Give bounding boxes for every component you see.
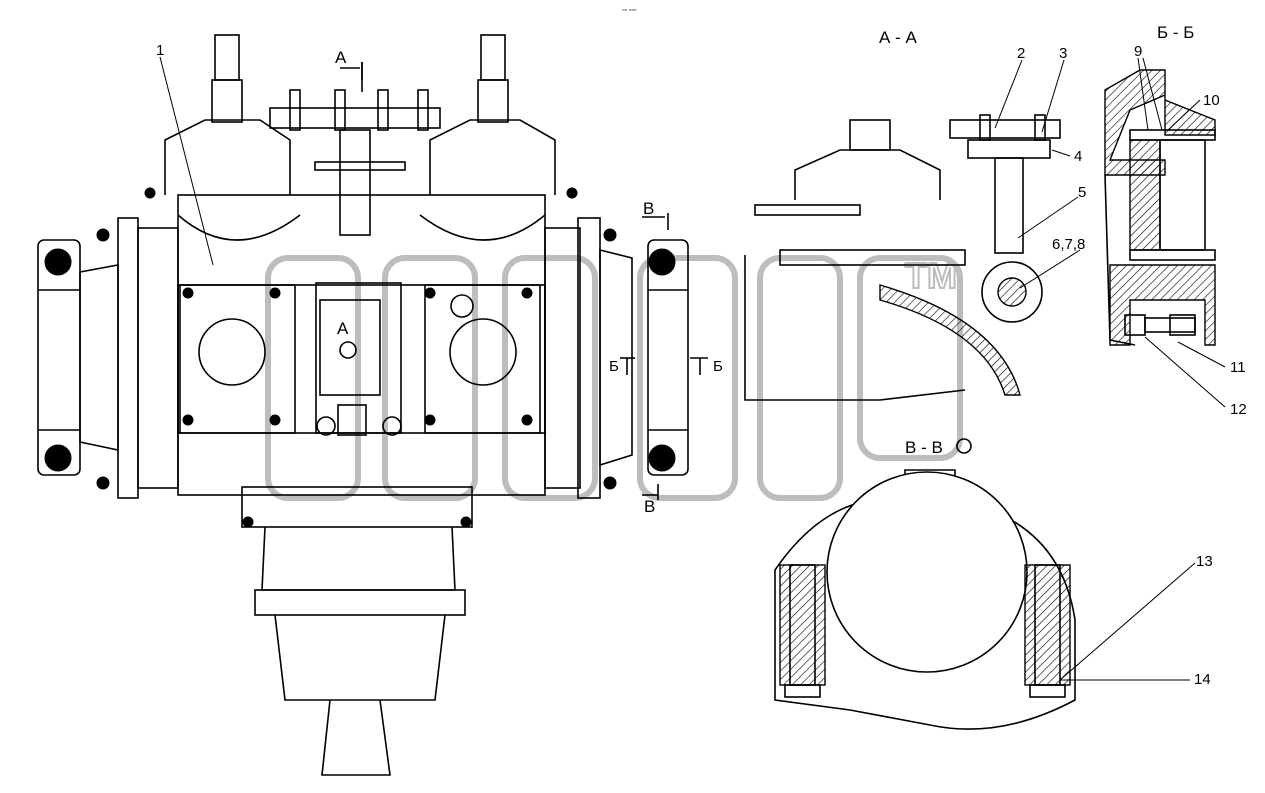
cut-mark-v-bottom: В xyxy=(644,497,655,516)
callout-6-7-8: 6,7,8 xyxy=(1052,236,1085,253)
section-aa-view xyxy=(744,114,1061,401)
view-title-aa: А - А xyxy=(879,28,917,47)
section-bb-view xyxy=(1104,69,1216,346)
callout-2: 2 xyxy=(1017,45,1025,62)
callout-14: 14 xyxy=(1194,671,1211,688)
cut-mark-a-inner: А xyxy=(337,319,349,338)
callout-5: 5 xyxy=(1078,184,1086,201)
view-title-vv: В - В xyxy=(905,438,943,457)
callout-13: 13 xyxy=(1196,553,1213,570)
cut-mark-b-right: Б xyxy=(713,358,723,375)
cut-mark-v-top: В xyxy=(643,199,654,218)
callout-10: 10 xyxy=(1203,92,1220,109)
section-vv-view xyxy=(774,438,1076,730)
leader-lines xyxy=(159,56,1226,681)
callout-1: 1 xyxy=(156,42,164,59)
watermark-tm: TM xyxy=(905,255,957,296)
callout-9: 9 xyxy=(1134,43,1142,60)
cut-mark-b-left: Б xyxy=(609,358,619,375)
cut-mark-a-top: А xyxy=(335,48,347,67)
main-assembly xyxy=(37,34,689,776)
view-title-bb: Б - Б xyxy=(1157,23,1194,42)
watermark-logo: TM xyxy=(265,254,963,501)
callout-12: 12 xyxy=(1230,401,1247,418)
callout-3: 3 xyxy=(1059,45,1067,62)
header-marker: ▫▫ ▫▫▫ xyxy=(622,7,636,14)
callout-11: 11 xyxy=(1230,359,1246,376)
cut-lines xyxy=(340,62,708,500)
callout-4: 4 xyxy=(1074,148,1082,165)
